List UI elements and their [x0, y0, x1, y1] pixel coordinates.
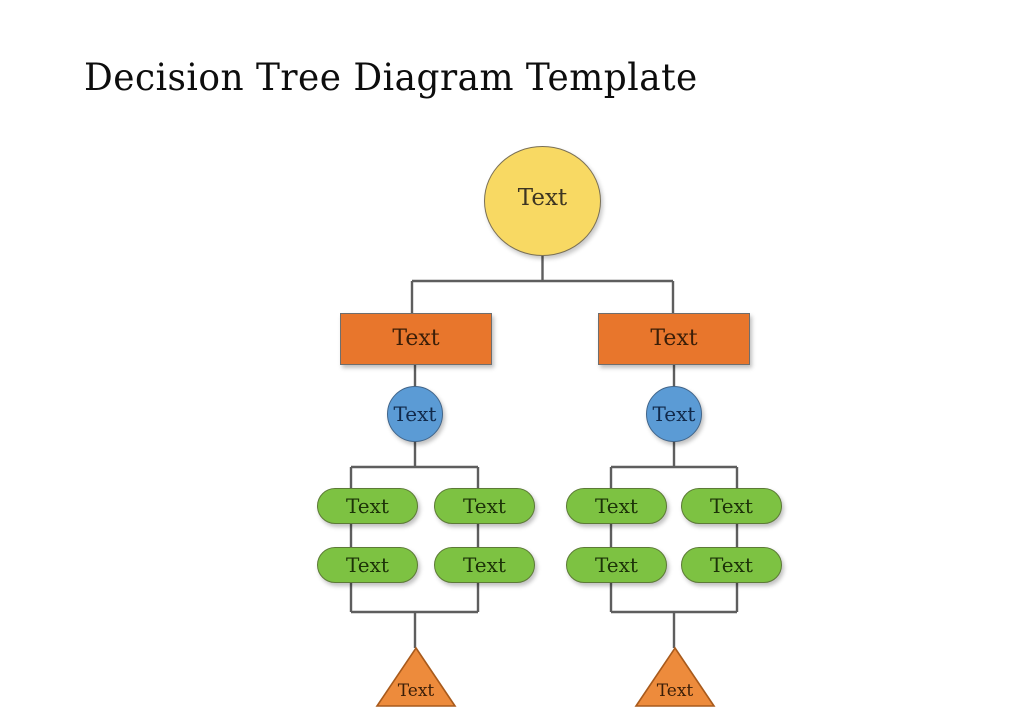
node-terminal-right[interactable]: Text	[634, 646, 716, 708]
node-outcome-r1[interactable]: Text	[566, 488, 667, 524]
node-chance-left-label: Text	[393, 402, 437, 426]
node-root-label: Text	[517, 184, 568, 211]
node-outcome-r4[interactable]: Text	[681, 547, 782, 583]
node-outcome-r2[interactable]: Text	[681, 488, 782, 524]
node-outcome-l1-label: Text	[346, 494, 389, 518]
node-terminal-left[interactable]: Text	[375, 646, 457, 708]
node-decision-left-label: Text	[392, 326, 440, 351]
node-outcome-l1[interactable]: Text	[317, 488, 418, 524]
node-outcome-l2[interactable]: Text	[434, 488, 535, 524]
node-root[interactable]: Text	[484, 146, 601, 256]
node-decision-right[interactable]: Text	[598, 313, 750, 365]
node-decision-left[interactable]: Text	[340, 313, 492, 365]
node-outcome-l4[interactable]: Text	[434, 547, 535, 583]
node-outcome-l3[interactable]: Text	[317, 547, 418, 583]
node-outcome-r4-label: Text	[710, 553, 753, 577]
node-outcome-l4-label: Text	[463, 553, 506, 577]
node-outcome-l3-label: Text	[346, 553, 389, 577]
page-title: Decision Tree Diagram Template	[84, 56, 698, 99]
node-outcome-r3-label: Text	[595, 553, 638, 577]
node-chance-left[interactable]: Text	[387, 386, 443, 442]
node-outcome-r3[interactable]: Text	[566, 547, 667, 583]
node-outcome-r1-label: Text	[595, 494, 638, 518]
triangle-icon	[375, 646, 457, 707]
node-outcome-l2-label: Text	[463, 494, 506, 518]
node-outcome-r2-label: Text	[710, 494, 753, 518]
node-decision-right-label: Text	[650, 326, 698, 351]
triangle-icon	[634, 646, 716, 707]
node-chance-right[interactable]: Text	[646, 386, 702, 442]
node-chance-right-label: Text	[652, 402, 696, 426]
